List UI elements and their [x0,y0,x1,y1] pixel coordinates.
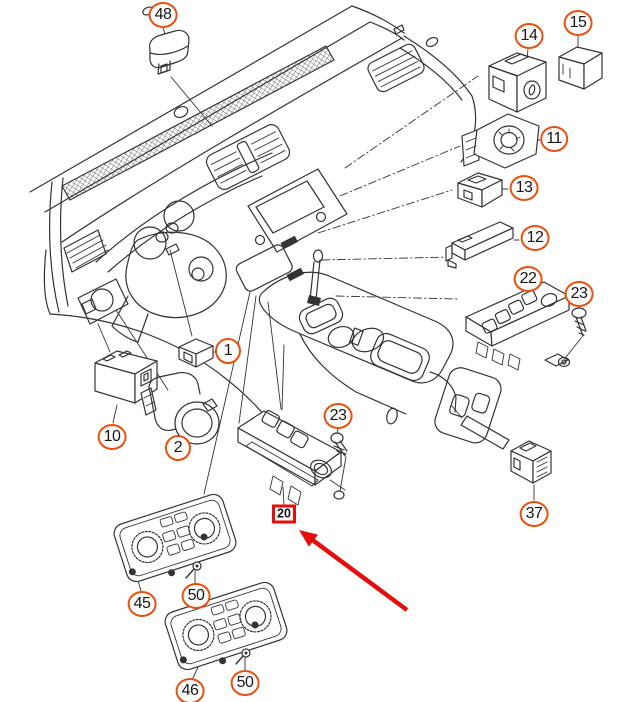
callout-46-15[interactable]: 46 [175,678,205,702]
part-37-connector [510,440,552,484]
windshield-cowl [29,5,405,213]
callout-48-0[interactable]: 48 [148,2,178,28]
part-12-strip-switch [445,221,514,269]
callout-13-4[interactable]: 13 [509,175,539,201]
callout-1-8[interactable]: 1 [215,338,241,364]
callout-22-6[interactable]: 22 [513,266,543,292]
part-14-switch [488,52,547,113]
callout-50-14[interactable]: 50 [181,583,211,609]
callout-15-2[interactable]: 15 [563,10,593,36]
part-20-window-switch-panel [237,410,346,506]
part-11-rotary-switch [461,113,540,169]
part-23-screw-right [565,307,587,358]
callout-14-1[interactable]: 14 [514,23,544,49]
part-50-screw-b [235,648,251,665]
part-2-headlight-switch [140,371,220,445]
part-22-switch-panel [465,281,571,371]
highlight-arrow-shaft [308,536,409,612]
part-15-module [558,46,603,90]
callout-45-13[interactable]: 45 [127,591,157,617]
callout-23-11[interactable]: 23 [323,403,353,429]
part-45-climate-control [113,493,237,583]
dashboard-body [43,35,477,425]
callout-2-10[interactable]: 2 [165,435,191,461]
callout-23-7[interactable]: 23 [564,281,594,307]
center-console [258,249,510,450]
highlight-arrow-head [299,530,318,547]
part-23-screw-center [330,432,348,492]
part-48-roof-switch [148,29,190,75]
callout-11-3[interactable]: 11 [540,126,568,152]
part-46-climate-control [164,581,288,671]
callout-12-5[interactable]: 12 [520,225,550,251]
callout-10-9[interactable]: 10 [97,424,127,450]
highlighted-callout-20[interactable]: 20 [272,504,296,524]
callout-37-12[interactable]: 37 [519,501,549,527]
part-13-switch [457,172,503,208]
part-50-screw-a [185,561,202,579]
callout-50-16[interactable]: 50 [230,670,260,696]
part-1-switch [178,338,214,368]
